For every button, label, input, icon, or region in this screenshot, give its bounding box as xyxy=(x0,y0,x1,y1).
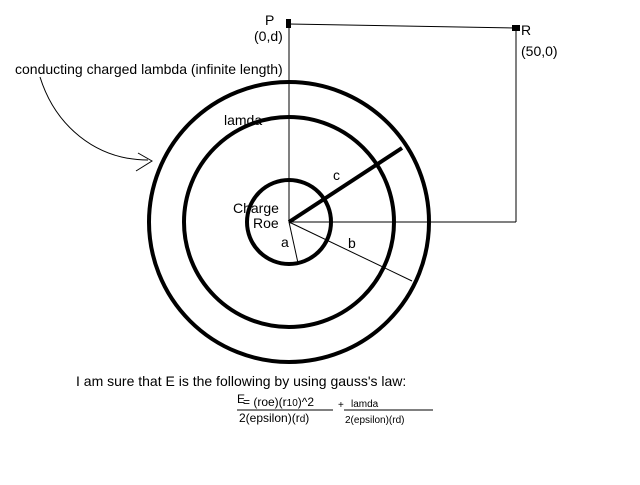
equation-term2-denominator: 2(epsilon)(rd) xyxy=(345,415,405,426)
point-p-coordinates: (0,d) xyxy=(254,28,283,44)
radius-b-label: b xyxy=(348,235,356,251)
annotation-arrow xyxy=(39,76,149,161)
gauss-law-statement: I am sure that E is the following by usi… xyxy=(76,373,407,389)
annotation-label: conducting charged lambda (infinite leng… xyxy=(15,61,283,77)
point-p-label: P xyxy=(265,12,275,28)
equation-plus-sign: + xyxy=(338,400,344,411)
equation-e-symbol: E xyxy=(237,392,246,406)
charge-label: Charge xyxy=(233,200,279,216)
radius-b-line xyxy=(288,221,413,282)
radius-a-label: a xyxy=(281,234,289,250)
point-r-label: R xyxy=(521,22,532,38)
point-r-coordinates: (50,0) xyxy=(521,43,558,59)
radius-c-label: c xyxy=(333,167,340,183)
equation-term1-denominator: 2(epsilon)(rd) xyxy=(239,411,310,426)
point-r-marker xyxy=(512,25,520,31)
arrow-head xyxy=(135,152,153,172)
equation-term2-numerator: lamda xyxy=(351,399,379,410)
roe-label: Roe xyxy=(253,215,279,231)
radius-c-line xyxy=(287,146,404,224)
point-p-marker xyxy=(286,19,291,28)
radius-a-line xyxy=(288,221,299,264)
lamda-label: lamda xyxy=(224,112,263,128)
top-line-p-to-r xyxy=(288,23,517,29)
equation-term1-numerator: = (roe)(r10)^2 xyxy=(243,395,315,410)
